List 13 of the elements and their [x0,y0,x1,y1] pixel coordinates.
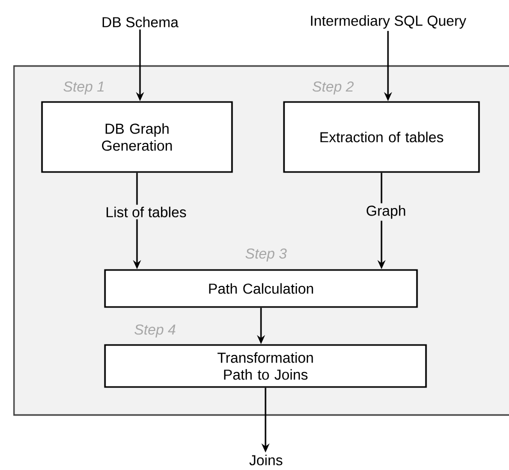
edge-label: List of tables [103,204,189,220]
edge-label: Graph [364,203,408,221]
step-label: Step 2 [312,81,354,95]
process-box: DB Graph Generation [41,101,233,173]
step-label: Step 4 [134,324,176,338]
step-label: Step 1 [64,81,104,95]
process-box: Transformation Path to Joins [104,344,427,388]
input-label: Intermediary SQL Query [311,15,466,29]
process-box: Path Calculation [104,269,418,308]
process-box: Extraction of tables [283,101,480,173]
input-label: Joins [249,454,282,466]
step-label: Step 3 [246,248,287,262]
input-label: DB Schema [102,16,179,28]
